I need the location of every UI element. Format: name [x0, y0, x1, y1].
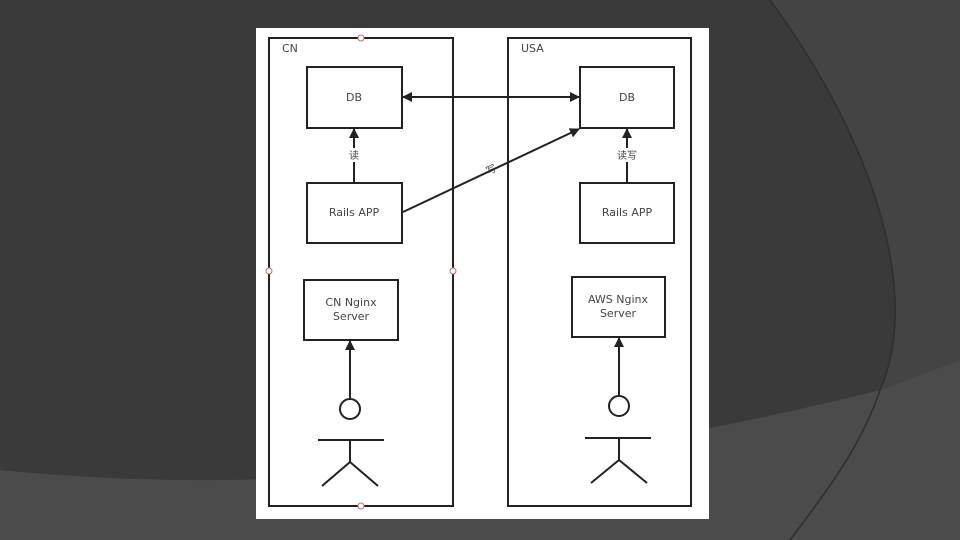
usa-readwrite-label: 读写	[617, 149, 637, 162]
cn-db-label: DB	[346, 91, 362, 104]
region-usa	[507, 37, 692, 507]
cn-read-label: 读	[349, 149, 359, 162]
region-usa-label: USA	[521, 42, 544, 55]
cn-nginx-label-2: Server	[333, 310, 370, 323]
cn-app-label: Rails APP	[329, 206, 380, 219]
usa-app-label: Rails APP	[602, 206, 653, 219]
cross-write-arrow	[402, 128, 580, 213]
cn-user-icon	[318, 398, 384, 487]
region-cn-label: CN	[282, 42, 298, 55]
usa-nginx-label-2: Server	[600, 307, 637, 320]
bg-shape-right	[770, 0, 960, 390]
diagram-panel	[256, 28, 709, 519]
cn-nginx-label-1: CN Nginx	[325, 296, 377, 309]
bg-shape-bottom	[0, 360, 960, 540]
cross-write-label: 写	[484, 162, 498, 177]
usa-nginx-label-1: AWS Nginx	[588, 293, 649, 306]
cn-app-box	[306, 182, 403, 244]
usa-app-box	[579, 182, 675, 244]
usa-db-label: DB	[619, 91, 635, 104]
usa-user-icon	[585, 395, 651, 484]
